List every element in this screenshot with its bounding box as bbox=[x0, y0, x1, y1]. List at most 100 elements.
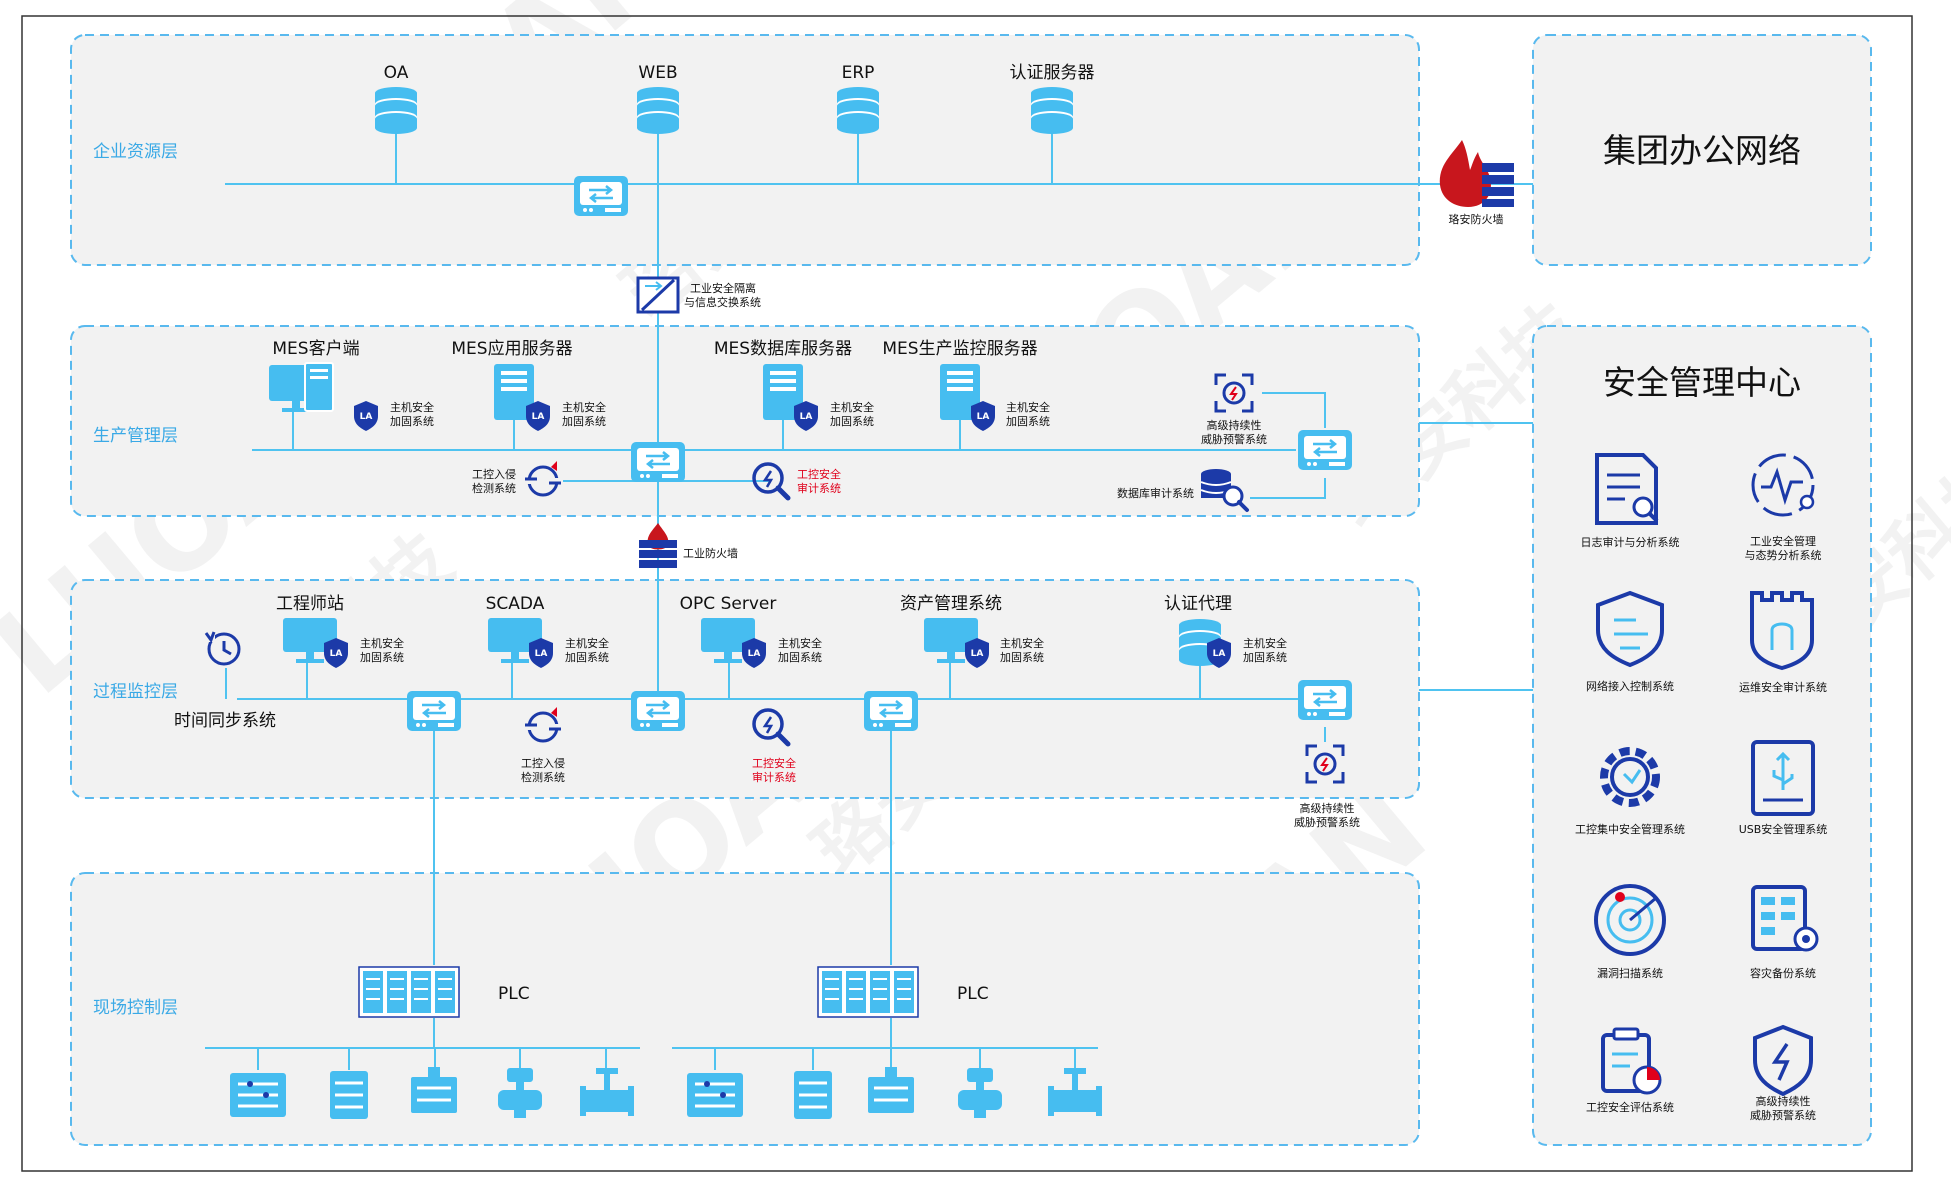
host-hardening-label: 加固系统 bbox=[1243, 651, 1287, 664]
switch-icon[interactable] bbox=[629, 440, 687, 484]
sec-item-label: 漏洞扫描系统 bbox=[1597, 966, 1663, 980]
node-engineer-station[interactable]: 工程师站 主机安全 加固系统 bbox=[276, 594, 404, 668]
sec-item-label: 高级持续性 bbox=[1756, 1094, 1811, 1108]
diagram-frame bbox=[21, 15, 1913, 1172]
zone-enterprise bbox=[70, 34, 1420, 266]
external-network-title: 集团办公网络 bbox=[1603, 131, 1801, 170]
isolation-label: 与信息交换系统 bbox=[684, 295, 761, 309]
node-mes-db-server[interactable]: MES数据库服务器 主机安全 加固系统 bbox=[714, 339, 874, 431]
node-opc-server[interactable]: OPC Server 主机安全 加固系统 bbox=[680, 594, 822, 668]
host-hardening-label: 主机安全 bbox=[360, 636, 404, 650]
plc-icon bbox=[358, 966, 460, 1018]
plc-left[interactable]: PLC bbox=[358, 966, 530, 1018]
sec-item-ics-central[interactable]: 工控集中安全管理系统 bbox=[1575, 747, 1685, 836]
node-mes-monitor-server[interactable]: MES生产监控服务器 主机安全 加固系统 bbox=[882, 339, 1050, 431]
industrial-firewall[interactable]: 工业防火墙 bbox=[639, 523, 738, 568]
node-label: MES数据库服务器 bbox=[714, 339, 852, 359]
audit-label: 工控安全 bbox=[752, 756, 796, 770]
node-label: MES客户端 bbox=[272, 339, 359, 359]
node-label: 认证代理 bbox=[1164, 594, 1232, 614]
radar-icon bbox=[1594, 884, 1666, 956]
node-mes-app-server[interactable]: MES应用服务器 主机安全 加固系统 bbox=[451, 339, 606, 431]
node-oa[interactable]: OA bbox=[375, 63, 417, 134]
apt-system-production[interactable]: 高级持续性 威胁预警系统 bbox=[1201, 373, 1267, 446]
time-sync-label: 时间同步系统 bbox=[174, 711, 276, 731]
zone-security-center bbox=[1532, 325, 1872, 1146]
time-sync-system[interactable]: 时间同步系统 bbox=[174, 630, 276, 731]
sec-item-label: 工业安全管理 bbox=[1750, 534, 1816, 548]
sec-item-apt[interactable]: 高级持续性 威胁预警系统 bbox=[1750, 1024, 1816, 1122]
switch-icon[interactable] bbox=[1296, 678, 1354, 722]
node-web[interactable]: WEB bbox=[637, 63, 679, 134]
usb-icon bbox=[1751, 740, 1815, 816]
switch-icon[interactable] bbox=[629, 689, 687, 733]
host-hardening-label: 主机安全 bbox=[778, 636, 822, 650]
sec-item-vuln-scan[interactable]: 漏洞扫描系统 bbox=[1594, 884, 1666, 980]
firewall-icon bbox=[1439, 140, 1514, 207]
switch-icon[interactable] bbox=[862, 689, 920, 733]
network-shield-icon bbox=[1596, 590, 1664, 668]
firewall-label: 珞安防火墙 bbox=[1449, 212, 1504, 226]
host-hardening-label: 主机安全 bbox=[1243, 636, 1287, 650]
field-devices-right bbox=[687, 1067, 1102, 1119]
ids-system-production[interactable]: 工控入侵 检测系统 bbox=[472, 459, 565, 497]
layer-label-field: 现场控制层 bbox=[93, 998, 178, 1018]
isolation-gateway-icon bbox=[636, 276, 680, 314]
clock-sync-icon bbox=[203, 630, 241, 666]
node-label: MES生产监控服务器 bbox=[882, 339, 1037, 359]
node-scada[interactable]: SCADA 主机安全 加固系统 bbox=[486, 594, 609, 668]
sec-item-label: 与态势分析系统 bbox=[1745, 548, 1822, 562]
audit-system-process[interactable]: 工控安全 审计系统 bbox=[752, 710, 796, 784]
connection-lines bbox=[205, 130, 1533, 1070]
apt-label: 高级持续性 bbox=[1300, 801, 1355, 815]
audit-system-production[interactable]: 工控安全 审计系统 bbox=[754, 464, 841, 498]
apt-system-process[interactable]: 高级持续性 威胁预警系统 bbox=[1294, 744, 1360, 829]
sec-item-label: 容灾备份系统 bbox=[1750, 966, 1816, 980]
isolation-gateway[interactable]: 工业安全隔离 与信息交换系统 bbox=[636, 276, 761, 314]
node-erp[interactable]: ERP bbox=[837, 63, 879, 134]
sec-item-backup[interactable]: 容灾备份系统 bbox=[1750, 885, 1819, 980]
apt-label: 高级持续性 bbox=[1207, 418, 1262, 432]
host-hardening-label: 加固系统 bbox=[390, 415, 434, 428]
plc-right[interactable]: PLC bbox=[817, 966, 989, 1018]
evaluation-icon bbox=[1601, 1027, 1662, 1095]
sec-item-usb[interactable]: USB安全管理系统 bbox=[1739, 740, 1828, 836]
node-mes-client[interactable]: MES客户端 主机安全 加固系统 bbox=[268, 339, 434, 431]
sec-item-om-audit[interactable]: 运维安全审计系统 bbox=[1739, 591, 1827, 694]
backup-icon bbox=[1751, 885, 1819, 952]
node-auth-server[interactable]: 认证服务器 bbox=[1010, 63, 1095, 134]
node-label: MES应用服务器 bbox=[451, 339, 572, 359]
luoan-firewall[interactable]: 珞安防火墙 bbox=[1439, 140, 1514, 226]
host-hardening-label: 加固系统 bbox=[830, 415, 874, 428]
switch-icon[interactable] bbox=[1296, 428, 1354, 472]
node-label: ERP bbox=[842, 63, 875, 83]
switch-icon[interactable] bbox=[572, 174, 630, 218]
field-device-icon bbox=[230, 1073, 286, 1117]
report-icon bbox=[1595, 453, 1659, 525]
field-device-icon bbox=[330, 1071, 368, 1119]
node-asset-management[interactable]: 资产管理系统 主机安全 加固系统 bbox=[900, 594, 1044, 668]
db-audit-system[interactable]: 数据库审计系统 bbox=[1117, 469, 1249, 512]
sec-item-evaluation[interactable]: 工控安全评估系统 bbox=[1586, 1027, 1674, 1114]
ids-system-process[interactable]: 工控入侵 检测系统 bbox=[521, 705, 565, 784]
castle-icon bbox=[1750, 591, 1814, 671]
host-hardening-label: 主机安全 bbox=[562, 400, 606, 414]
host-hardening-label: 加固系统 bbox=[565, 651, 609, 664]
sec-item-label: USB安全管理系统 bbox=[1739, 822, 1828, 836]
node-auth-proxy[interactable]: 认证代理 主机安全 加固系统 bbox=[1164, 594, 1287, 668]
layer-label-enterprise: 企业资源层 bbox=[93, 142, 178, 162]
sec-item-log-audit[interactable]: 日志审计与分析系统 bbox=[1581, 453, 1680, 549]
security-center-title: 安全管理中心 bbox=[1603, 363, 1801, 402]
host-hardening-label: 加固系统 bbox=[778, 651, 822, 664]
host-hardening-label: 加固系统 bbox=[360, 651, 404, 664]
sec-item-label: 日志审计与分析系统 bbox=[1581, 535, 1680, 549]
node-label: OA bbox=[384, 63, 409, 83]
sec-item-situation-awareness[interactable]: 工业安全管理 与态势分析系统 bbox=[1745, 453, 1822, 562]
sec-item-network-access[interactable]: 网络接入控制系统 bbox=[1586, 590, 1674, 693]
node-label: 资产管理系统 bbox=[900, 594, 1002, 614]
switch-icon[interactable] bbox=[405, 689, 463, 733]
zone-production bbox=[70, 325, 1420, 517]
host-hardening-label: 主机安全 bbox=[565, 636, 609, 650]
valve-icon bbox=[958, 1068, 1002, 1118]
